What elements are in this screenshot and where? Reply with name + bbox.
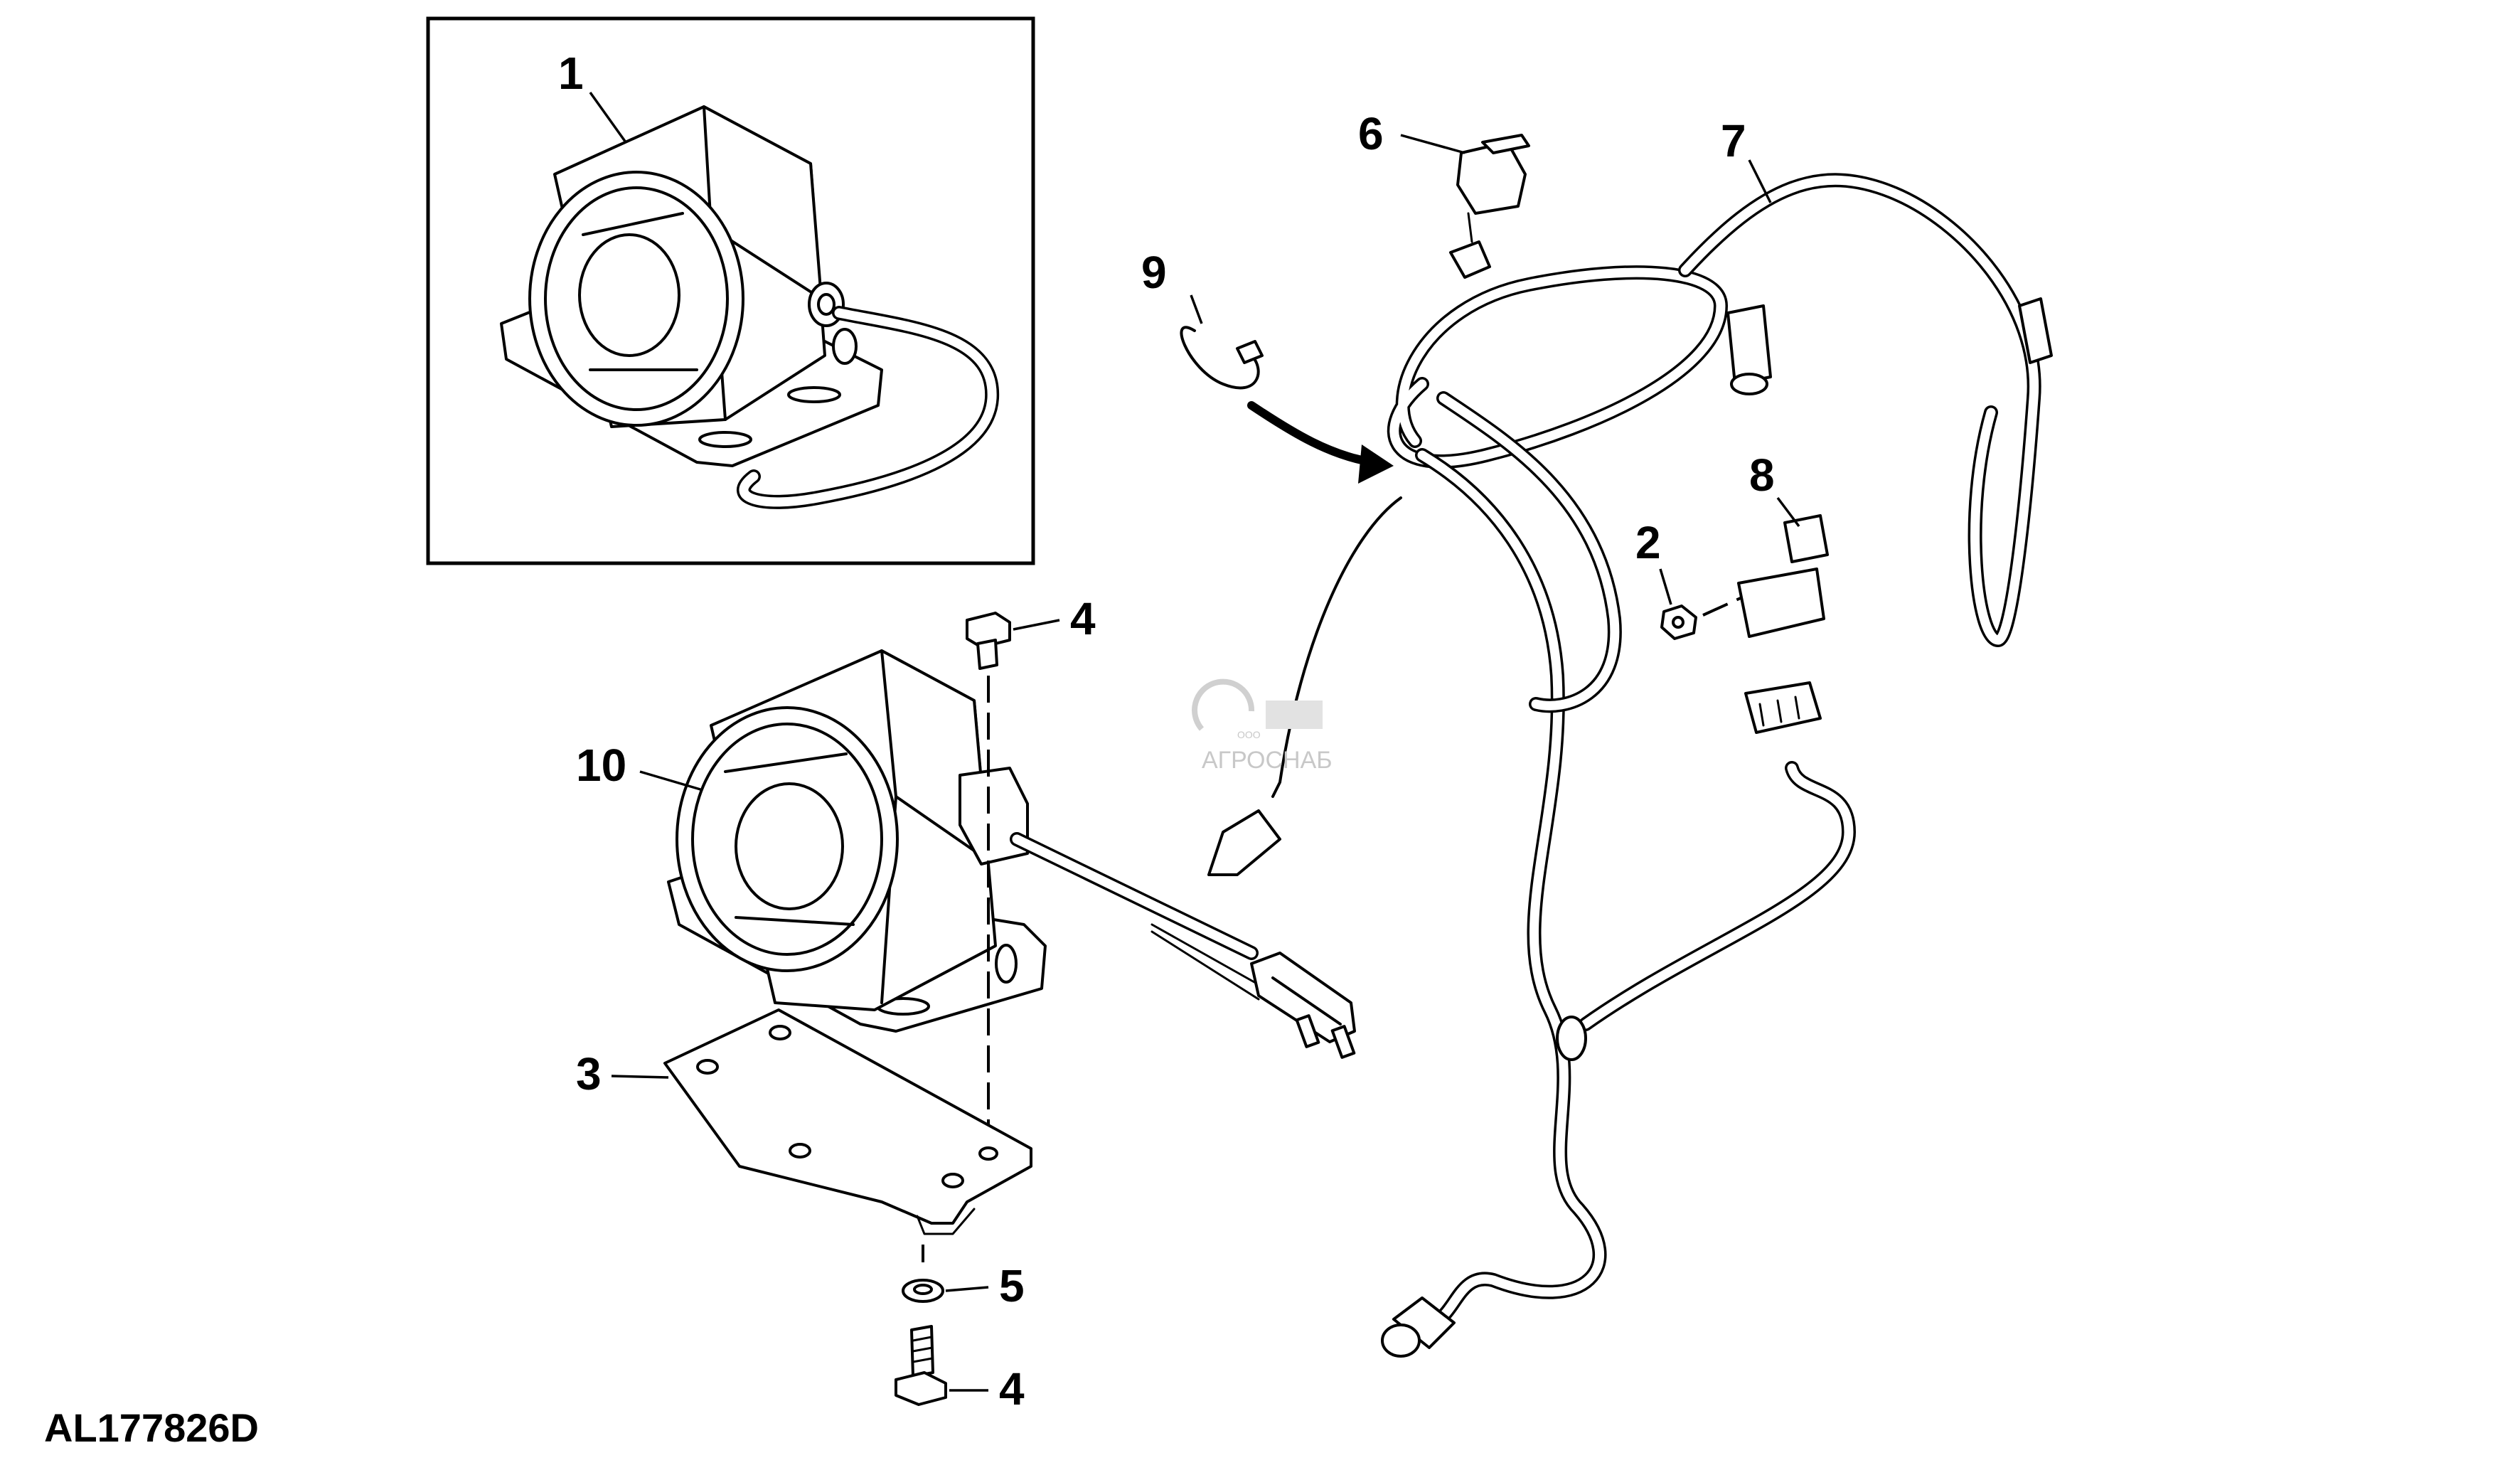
leader-3 [611, 1075, 669, 1079]
backup-alarm [667, 649, 1356, 1059]
leader-6 [1400, 134, 1465, 154]
callout-5: 5 [999, 1260, 1025, 1311]
svg-text:ООО: ООО [1237, 729, 1261, 740]
document-id: AL177826D [44, 1405, 259, 1450]
callout-2: 2 [1635, 517, 1661, 568]
callout-10: 10 [576, 740, 626, 791]
callout-3: 3 [576, 1048, 602, 1099]
callout-8: 8 [1749, 449, 1775, 501]
leader-9 [1190, 294, 1203, 324]
leader-5 [945, 1286, 989, 1292]
inset-frame [426, 16, 1035, 565]
switch [1449, 134, 1530, 279]
callout-1: 1 [558, 48, 584, 99]
callout-4-bottom: 4 [999, 1363, 1025, 1415]
backup-alarm-inset [500, 105, 1000, 509]
washer [902, 1279, 944, 1303]
arrow-to-harness [1247, 401, 1377, 467]
wiring-harness [1207, 173, 2053, 1358]
callout-6: 6 [1358, 108, 1384, 159]
callout-9: 9 [1141, 247, 1167, 298]
mounting-plate [663, 1008, 1032, 1235]
leader-4a [1013, 619, 1060, 631]
leader-2 [1659, 568, 1672, 605]
svg-text:АГРОСНАБ: АГРОСНАБ [1202, 747, 1333, 774]
callout-7: 7 [1721, 115, 1746, 166]
nut [1660, 596, 1743, 640]
callout-4-top: 4 [1070, 593, 1096, 644]
bolt-bottom [895, 1325, 947, 1406]
watermark: ООО АГРОСНАБ [1192, 678, 1333, 774]
bolt-top [966, 612, 1011, 670]
cable-tie [1180, 326, 1394, 484]
leader-10 [639, 770, 701, 791]
leader-1 [589, 91, 627, 144]
leader-7 [1748, 159, 1772, 203]
relay [1737, 514, 1829, 734]
leader-8 [1776, 496, 1800, 528]
